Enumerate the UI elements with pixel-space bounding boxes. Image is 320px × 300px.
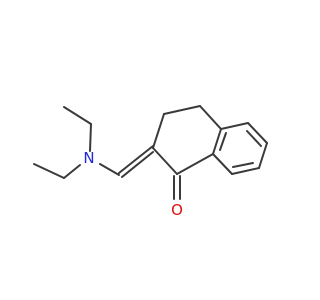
bond-ring-c2-c3: [258, 142, 268, 169]
ketone-ring: [152, 105, 222, 175]
aromatic-ring: [212, 122, 268, 175]
bond-ch2-ch2: [163, 105, 201, 115]
bond-n-ch2-lower: [63, 164, 81, 179]
bond-carbonyl-fused: [176, 153, 214, 175]
bond-exo-1: [118, 145, 154, 174]
bond-ring-inner-2: [232, 162, 254, 168]
enamine-double-bond: [118, 145, 154, 178]
bond-exo-2: [121, 151, 154, 178]
bond-ch2-alpha: [152, 113, 165, 149]
bond-ring-c3-c4: [231, 167, 260, 175]
nitrogen-atom-label: N: [83, 149, 94, 167]
bond-ch2-ch3-upper: [63, 106, 92, 125]
bond-ring-c5-c6: [212, 128, 222, 155]
carbonyl-group: [173, 175, 181, 200]
bond-ring-c4-c5: [212, 153, 233, 175]
bond-ring-inner-3: [219, 132, 227, 151]
bond-ring-c1-c2: [247, 122, 268, 144]
ethyl-lower: [33, 163, 81, 179]
molecule-structure: N O: [33, 105, 268, 219]
bond-ch2-ch3-lower: [33, 163, 65, 179]
oxygen-atom-label: O: [171, 201, 183, 219]
bond-fused-top-ch2: [199, 105, 222, 130]
bond-alpha-carbonyl: [152, 147, 178, 175]
molecule-canvas: N O: [33, 105, 268, 219]
bond-ring-c6-c1: [220, 122, 249, 130]
bond-ring-inner-1: [246, 130, 262, 147]
bond-ch-n: [99, 163, 120, 176]
bond-n-ch2-upper: [89, 123, 92, 152]
ethyl-upper: [63, 106, 92, 152]
